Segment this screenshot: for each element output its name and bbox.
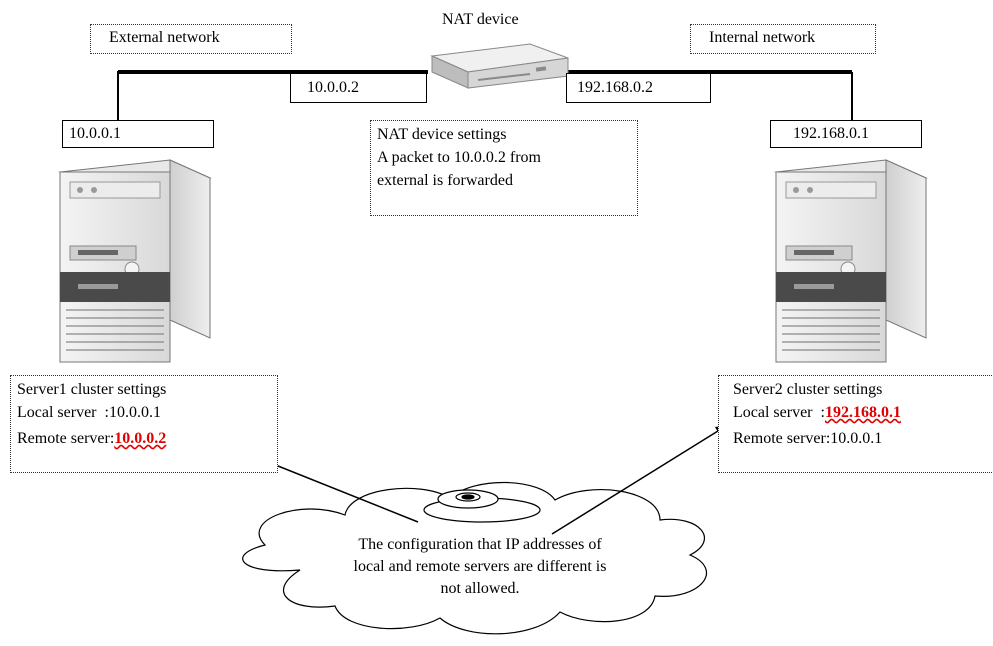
external-network-label: External network — [90, 24, 292, 54]
server2-ip-box: 192.168.0.1 — [770, 120, 922, 148]
server1-settings-heading: Server1 cluster settings — [17, 381, 167, 398]
server2-local-label: Local server : — [733, 404, 825, 421]
server1-settings-box: Server1 cluster settings Local server :1… — [10, 375, 278, 473]
arrow-to-server2-settings — [551, 424, 728, 535]
server2-settings-box: Server2 cluster settings Local server :1… — [718, 375, 993, 473]
server2-local-row: Local server :192.168.0.1 — [733, 403, 993, 423]
server1-local-value: 10.0.0.1 — [108, 404, 161, 421]
network-cable — [117, 70, 853, 134]
server2-icon — [774, 159, 928, 363]
server1-local-label: Local server : — [17, 404, 109, 421]
nat-device-title: NAT device — [442, 11, 519, 28]
cloud-note-line1: The configuration that IP addresses of — [358, 536, 602, 553]
server1-ip-box: 10.0.0.1 — [62, 120, 214, 148]
cloud-note-line2: local and remote servers are different i… — [353, 558, 607, 575]
server1-remote-value: 10.0.0.2 — [114, 430, 167, 447]
server2-remote-row: Remote server:10.0.0.1 — [733, 429, 993, 449]
server2-remote-value: 10.0.0.1 — [830, 430, 883, 447]
nat-settings-heading: NAT device settings — [377, 126, 507, 143]
cloud-callout — [242, 481, 708, 635]
arrow-to-server1-settings — [256, 457, 419, 523]
nat-device-settings-box: NAT device settings A packet to 10.0.0.2… — [370, 120, 638, 216]
server1-remote-label: Remote server: — [17, 430, 115, 447]
nat-internal-ip-box: 192.168.0.2 — [566, 73, 711, 103]
nat-settings-line2: external is forwarded — [377, 172, 513, 189]
nat-device-icon — [430, 43, 569, 89]
server2-local-value: 192.168.0.1 — [824, 404, 901, 421]
server2-remote-label: Remote server: — [733, 430, 831, 447]
server1-local-row: Local server :10.0.0.1 — [17, 403, 277, 423]
cloud-note-text: The configuration that IP addresses of l… — [300, 535, 660, 599]
server1-remote-row: Remote server:10.0.0.2 — [17, 429, 277, 449]
server2-settings-heading: Server2 cluster settings — [733, 381, 883, 398]
cloud-note-line3: not allowed. — [440, 580, 520, 597]
callout-arrows — [256, 424, 728, 535]
nat-settings-line1: A packet to 10.0.0.2 from — [377, 149, 541, 166]
nat-external-ip-box: 10.0.0.2 — [290, 73, 427, 103]
server1-icon — [58, 159, 212, 363]
internal-network-label: Internal network — [690, 24, 876, 54]
